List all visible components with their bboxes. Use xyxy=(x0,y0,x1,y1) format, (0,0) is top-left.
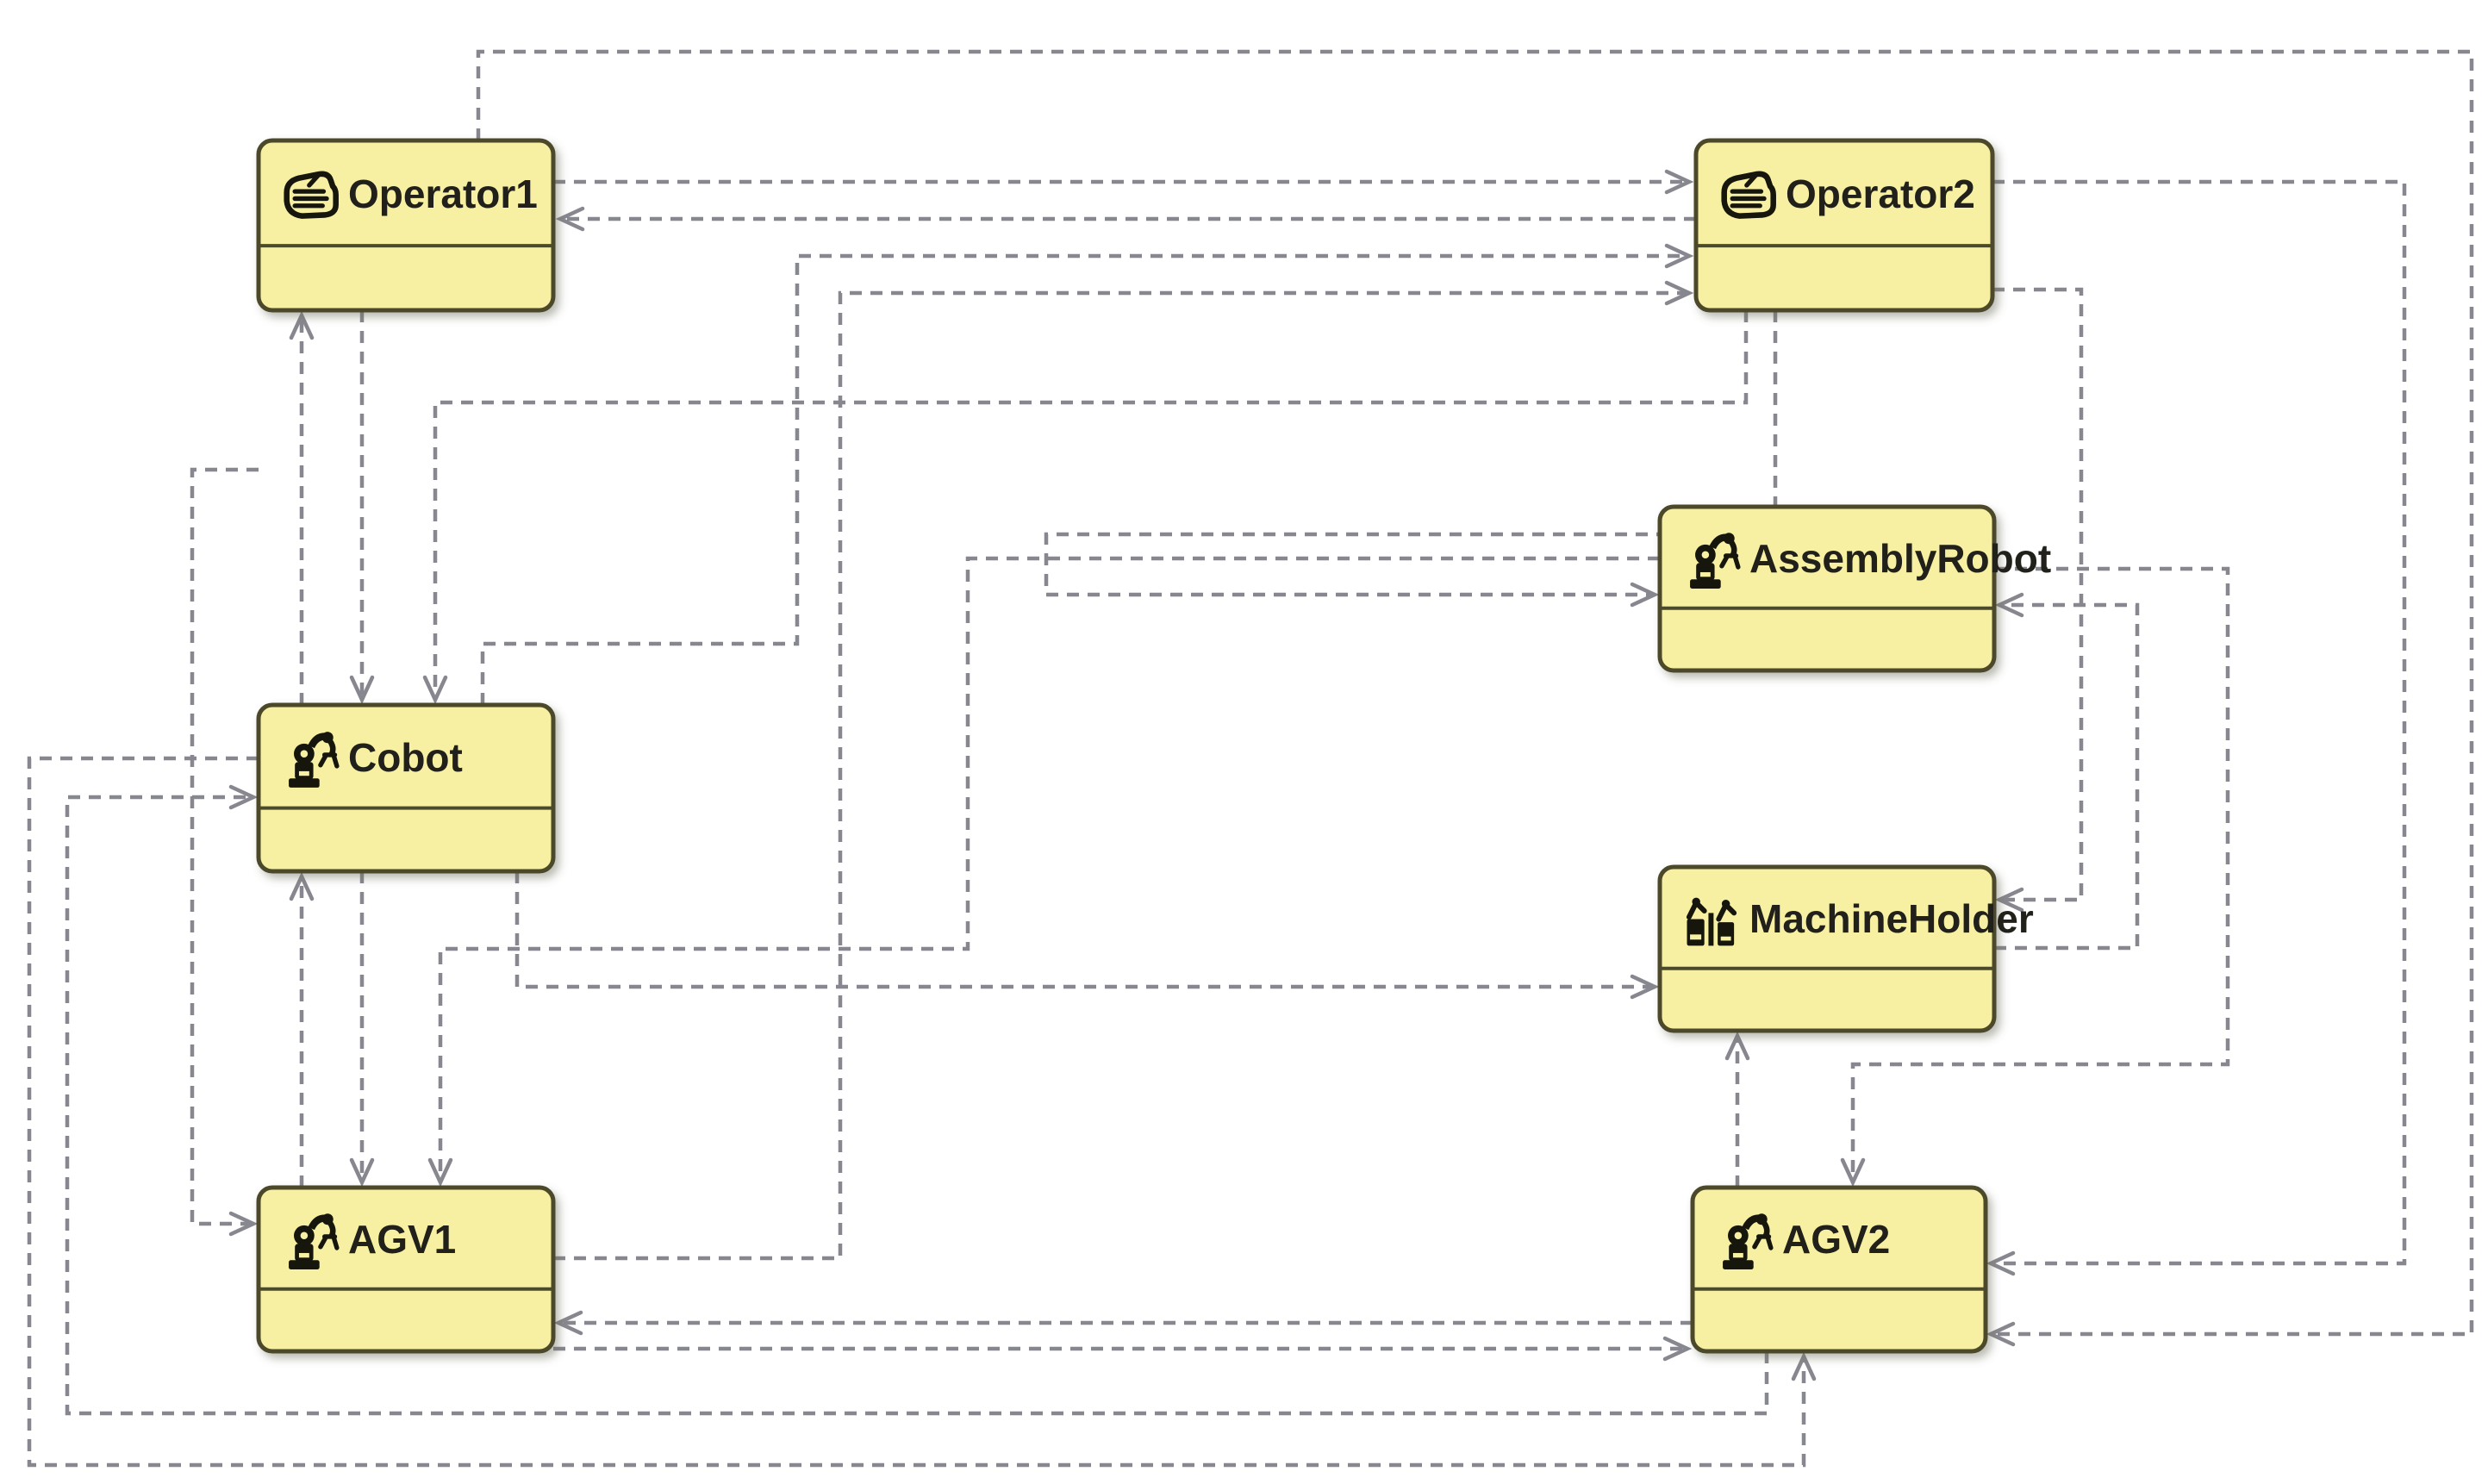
edge-Operator2-to-AGV2[interactable] xyxy=(1986,179,2407,1276)
node-label: AGV1 xyxy=(348,1217,456,1262)
node-Operator1[interactable]: Operator1 xyxy=(256,138,556,313)
arrowhead-icon xyxy=(1986,1250,2016,1276)
node-Cobot[interactable]: Cobot xyxy=(256,702,556,874)
edge-AGV2-to-Cobot[interactable] xyxy=(65,784,1769,1416)
node-body[interactable] xyxy=(256,702,556,874)
arrowhead-icon xyxy=(427,1157,453,1188)
nodes-layer: Operator1 Operator2AssemblyRobotMachineHo… xyxy=(256,138,2051,1354)
node-AGV1[interactable]: AGV1 xyxy=(256,1185,556,1354)
arrowhead-icon xyxy=(228,1211,259,1237)
arrowhead-icon xyxy=(1664,243,1694,269)
edge-AGV2-to-AGV1[interactable] xyxy=(553,1310,1693,1336)
arrowhead-icon xyxy=(1664,280,1694,306)
node-AGV2[interactable]: AGV2 xyxy=(1690,1185,1988,1354)
edge-AGV1-to-Operator2[interactable] xyxy=(553,280,1694,1261)
arrowhead-icon xyxy=(1994,592,2024,618)
arrowhead-icon xyxy=(1791,1351,1817,1381)
node-body[interactable] xyxy=(256,1185,556,1354)
arrowhead-icon xyxy=(1986,1321,2016,1347)
edge-Cobot-to-MachineHolder[interactable] xyxy=(514,871,1660,1000)
node-label: Operator1 xyxy=(348,171,538,216)
edge-AGV2-to-MachineHolder[interactable] xyxy=(1724,1031,1750,1188)
node-body[interactable] xyxy=(1657,504,1997,673)
node-body[interactable] xyxy=(1690,1185,1988,1354)
node-label: MachineHolder xyxy=(1749,896,2034,941)
node-body[interactable] xyxy=(1657,864,1997,1033)
arrowhead-icon xyxy=(349,1157,375,1188)
edge-Operator2-to-Cobot[interactable] xyxy=(422,310,1749,705)
arrowhead-icon xyxy=(555,206,585,232)
arrowhead-icon xyxy=(1994,887,2024,913)
edge-Cobot-to-AGV2[interactable] xyxy=(27,756,1817,1468)
edge-Operator2-to-AssemblyRobot[interactable] xyxy=(1044,310,1778,608)
edge-Cobot-to-Operator2[interactable] xyxy=(480,243,1694,705)
node-AssemblyRobot[interactable]: AssemblyRobot xyxy=(1657,504,2051,673)
edge-AGV1-to-Cobot[interactable] xyxy=(289,871,315,1188)
node-label: AssemblyRobot xyxy=(1749,536,2051,581)
node-body[interactable] xyxy=(1693,138,1995,313)
node-label: AGV2 xyxy=(1782,1217,1890,1262)
edge-Cobot-to-AGV1[interactable] xyxy=(349,871,375,1188)
edge-Operator1-to-Operator2[interactable] xyxy=(553,169,1694,195)
arrowhead-icon xyxy=(553,1310,583,1336)
edge-AGV1-to-AGV2[interactable] xyxy=(553,1336,1693,1362)
edge-Cobot-to-Operator1[interactable] xyxy=(289,310,315,705)
arrowhead-icon xyxy=(1724,1031,1750,1061)
edge-Operator1-to-AGV1[interactable] xyxy=(190,467,259,1237)
arrowhead-icon xyxy=(422,675,448,705)
arrowhead-icon xyxy=(1630,974,1660,1000)
arrowhead-icon xyxy=(1630,582,1660,608)
arrowhead-icon xyxy=(1664,169,1694,195)
node-MachineHolder[interactable]: MachineHolder xyxy=(1657,864,2034,1033)
node-label: Operator2 xyxy=(1786,171,1975,216)
node-Operator2[interactable]: Operator2 xyxy=(1693,138,1995,313)
edge-AssemblyRobot-to-AGV1[interactable] xyxy=(427,556,1660,1188)
edge-Operator1-to-Cobot[interactable] xyxy=(349,310,375,705)
node-label: Cobot xyxy=(348,735,463,780)
arrowhead-icon xyxy=(228,784,259,810)
edges-layer xyxy=(27,49,2474,1468)
edge-Operator2-to-MachineHolder[interactable] xyxy=(1992,287,2084,913)
arrowhead-icon xyxy=(289,310,315,340)
arrowhead-icon xyxy=(1840,1157,1866,1188)
edge-Operator1-to-AGV2[interactable] xyxy=(476,49,2474,1347)
arrowhead-icon xyxy=(289,871,315,901)
edge-AssemblyRobot-to-AGV2[interactable] xyxy=(1840,566,2230,1188)
edge-Operator2-to-Operator1[interactable] xyxy=(555,206,1696,232)
arrowhead-icon xyxy=(1662,1336,1693,1362)
arrowhead-icon xyxy=(349,675,375,705)
node-body[interactable] xyxy=(256,138,556,313)
edge-MachineHolder-to-AssemblyRobot[interactable] xyxy=(1994,592,2140,951)
